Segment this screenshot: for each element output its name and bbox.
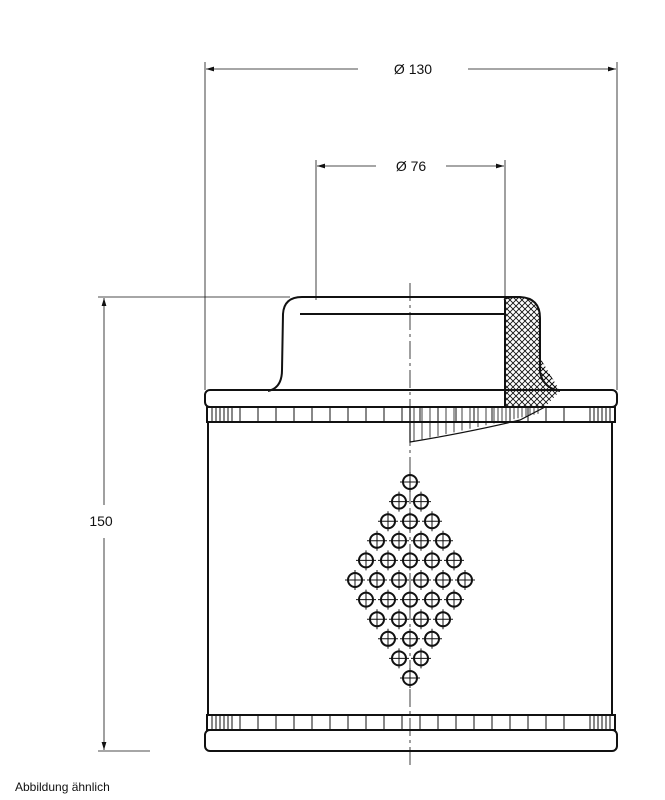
perforation-hole [422,511,442,532]
perforation-hole [422,628,442,649]
height-label: 150 [89,513,113,529]
perforation-hole [422,550,442,571]
perforation-hole [400,628,420,649]
dimension-outlet-diameter [315,160,506,300]
outer-diameter-label: Ø 130 [394,61,432,77]
perforation-hole [411,491,431,512]
perforation-hole [389,570,409,590]
top-rib-band [206,406,616,423]
filter-body [207,422,613,715]
perforation-hole [389,609,409,630]
perforation-hole [411,570,431,590]
perforation-hole [389,648,409,669]
dimension-outer-diameter [204,62,618,390]
perforation-hole [345,570,365,590]
perforation-hole [433,530,453,551]
perforation-pattern [345,472,475,688]
outlet-neck [267,295,561,407]
outlet-diameter-label: Ø 76 [396,158,427,174]
perforation-hole [422,589,442,610]
section-cut [409,406,546,443]
perforation-hole [400,511,420,532]
perforation-hole [356,589,376,610]
caption: Abbildung ähnlich [15,780,110,794]
perforation-hole [378,589,398,610]
perforation-hole [367,609,387,630]
perforation-hole [444,550,464,571]
perforation-hole [378,628,398,649]
perforation-hole [389,530,409,551]
perforation-hole [444,589,464,610]
perforation-hole [378,511,398,532]
perforation-hole [400,472,420,492]
perforation-hole [455,570,475,590]
perforation-hole [389,491,409,512]
perforation-hole [433,570,453,590]
perforation-hole [411,609,431,630]
bottom-rib-band [206,714,616,731]
perforation-hole [433,609,453,630]
perforation-hole [411,530,431,551]
perforation-hole [400,589,420,610]
dimension-height [98,296,290,752]
perforation-hole [400,550,420,571]
perforation-hole [378,550,398,571]
perforation-hole [367,570,387,590]
perforation-hole [400,668,420,688]
bottom-end-cap [204,729,618,752]
perforation-hole [356,550,376,571]
perforation-hole [367,530,387,551]
perforation-hole [411,648,431,669]
